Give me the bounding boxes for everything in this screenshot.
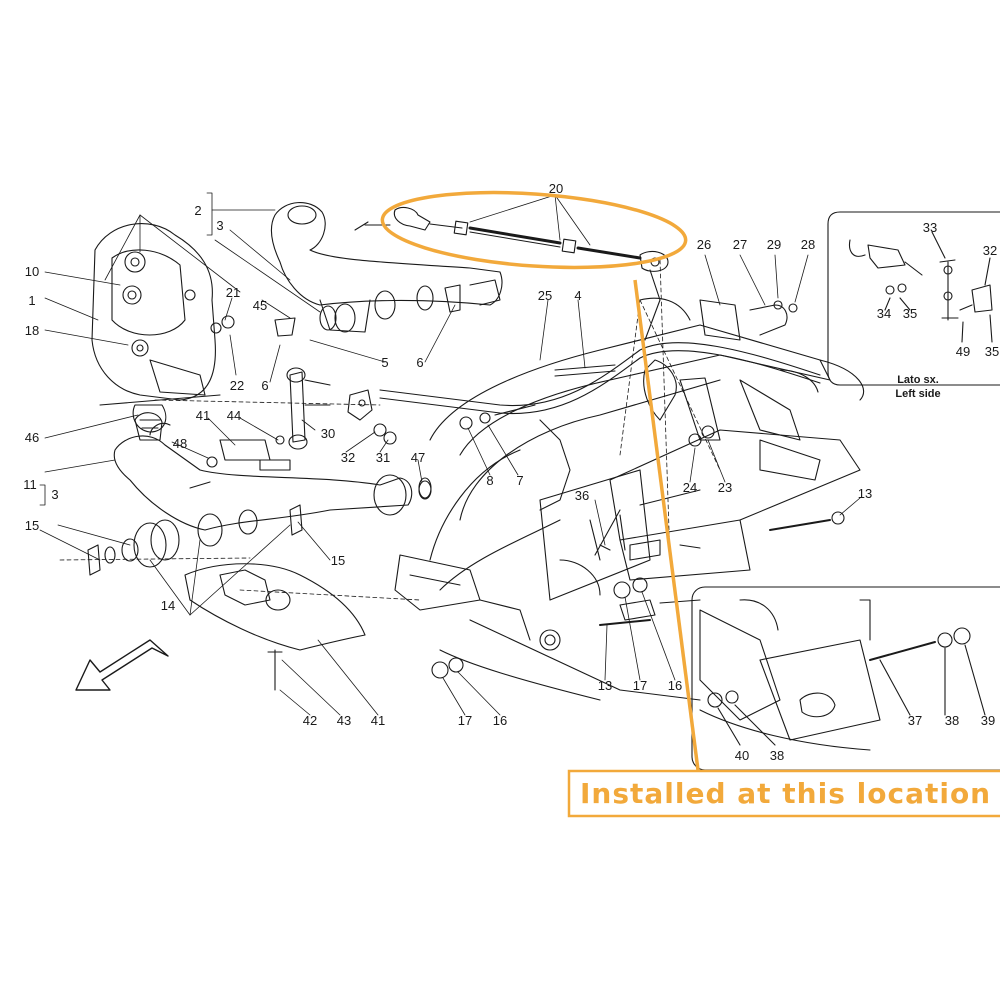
inset-part-label: 33 xyxy=(923,220,937,235)
part-label: 36 xyxy=(575,488,589,503)
part-label: 42 xyxy=(303,713,317,728)
part-label: 20 xyxy=(549,181,563,196)
part-label: 44 xyxy=(227,408,241,423)
part-label: 7 xyxy=(516,473,523,488)
part-label: 15 xyxy=(25,518,39,533)
crossmember-drawing xyxy=(394,269,865,701)
inset-left-side-drawing xyxy=(827,211,1000,386)
inset-part-label: 34 xyxy=(877,306,891,321)
tie-rod-drawing xyxy=(393,206,669,272)
part-label: 39 xyxy=(981,713,995,728)
part-label: 26 xyxy=(697,237,711,252)
part-label: 22 xyxy=(230,378,244,393)
part-label: 4 xyxy=(574,288,581,303)
part-label: 40 xyxy=(735,748,749,763)
part-label: 8 xyxy=(486,473,493,488)
highlight-pointer-line xyxy=(633,279,700,771)
part-label: 16 xyxy=(668,678,682,693)
part-label: 16 xyxy=(493,713,507,728)
part-label: 31 xyxy=(376,450,390,465)
lower-control-arm-drawing xyxy=(87,412,432,576)
part-label: 17 xyxy=(633,678,647,693)
part-label: 41 xyxy=(196,408,210,423)
part-label: 28 xyxy=(801,237,815,252)
part-label: 47 xyxy=(411,450,425,465)
part-label: 2 xyxy=(194,203,201,218)
leader-lines xyxy=(39,192,861,716)
part-label: 1 xyxy=(28,293,35,308)
part-label: 24 xyxy=(683,480,697,495)
inset-caption-it: Lato sx. xyxy=(897,374,939,386)
part-label: 41 xyxy=(371,713,385,728)
inset-part-label: 35 xyxy=(985,344,999,359)
part-label: 3 xyxy=(216,218,223,233)
reference-dash-lines xyxy=(59,259,721,601)
underbody-cover-drawing xyxy=(184,435,366,691)
part-label: 5 xyxy=(381,355,388,370)
part-label: 10 xyxy=(25,264,39,279)
inset-part-label: 49 xyxy=(956,344,970,359)
upper-control-arm-drawing xyxy=(270,202,503,333)
part-label: 38 xyxy=(945,713,959,728)
part-label: 13 xyxy=(598,678,612,693)
part-label: 38 xyxy=(770,748,784,763)
part-label: 48 xyxy=(173,436,187,451)
part-label: 23 xyxy=(718,480,732,495)
part-label: 45 xyxy=(253,298,267,313)
inset-part-label: 32 xyxy=(983,243,997,258)
part-label: 13 xyxy=(858,486,872,501)
front-arrow-icon xyxy=(75,639,169,691)
part-label: 37 xyxy=(908,713,922,728)
stabilizer-link-drawing xyxy=(274,317,373,450)
callout-box xyxy=(567,769,1000,818)
part-label: 30 xyxy=(321,426,335,441)
callout-text: Installed at this location xyxy=(580,777,991,810)
part-label: 15 xyxy=(331,553,345,568)
stabilizer-bar-drawing xyxy=(379,299,821,415)
inset-caption-en: Left side xyxy=(895,388,940,400)
part-label: 25 xyxy=(538,288,552,303)
part-label: 46 xyxy=(25,430,39,445)
inset-part-label: 35 xyxy=(903,306,917,321)
inset-installation-detail-drawing xyxy=(691,586,1000,771)
highlight-ellipse xyxy=(380,190,688,270)
fasteners-drawing xyxy=(206,315,845,679)
part-label: 3 xyxy=(51,487,58,502)
part-label: 29 xyxy=(767,237,781,252)
part-label: 14 xyxy=(161,598,175,613)
part-label: 18 xyxy=(25,323,39,338)
part-label: 27 xyxy=(733,237,747,252)
part-label: 11 xyxy=(23,477,37,492)
part-label: 43 xyxy=(337,713,351,728)
part-label: 6 xyxy=(416,355,423,370)
part-label: 17 xyxy=(458,713,472,728)
part-label: 21 xyxy=(226,285,240,300)
part-label: 6 xyxy=(261,378,268,393)
part-label: 32 xyxy=(341,450,355,465)
